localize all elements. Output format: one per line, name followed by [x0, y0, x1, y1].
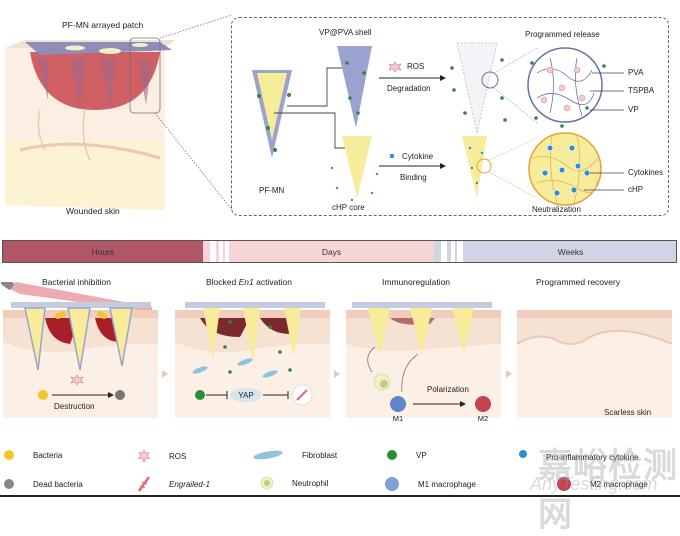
polarization-label: Polarization [427, 385, 469, 394]
release-part-tspba: TSPBA [628, 86, 655, 95]
cytokine-dot-icon [519, 449, 527, 458]
degradation-label: Degradation [387, 84, 431, 93]
binding-label: Binding [400, 173, 427, 182]
patch-label: PF-MN arrayed patch [62, 20, 144, 30]
legend-item-m1: M1 macrophage [384, 476, 476, 492]
skin-block-illustration [5, 14, 233, 211]
destruction-label: Destruction [54, 402, 95, 411]
zoom-box [129, 37, 161, 114]
timeline-bar: Hours Days Weeks [2, 240, 677, 263]
mechanism-illustration [252, 42, 624, 206]
core-label: cHP core [332, 203, 365, 212]
ros-label: ROS [407, 62, 425, 71]
neutralization-part-chp: cHP [628, 185, 644, 194]
stage-arrow [162, 370, 168, 378]
timeline-days [229, 241, 434, 262]
stage-2-title: Blocked En1 activation [206, 277, 292, 287]
timeline-transition-stripe [447, 241, 451, 262]
legend-label: Fibroblast [302, 450, 338, 460]
stage-panels-illustration: YAP M1 Polarization M2 Scarless skin [0, 282, 673, 422]
skin-overview: PF-MN arrayed patch Wounded skin [0, 0, 240, 225]
dead-bacteria-icon [4, 479, 14, 489]
cytokine-dot-icon [389, 153, 395, 159]
timeline-transition-stripe [203, 241, 210, 262]
stage-2-title-suffix: activation [253, 277, 293, 287]
timeline-transition-stripe [223, 241, 225, 262]
core-cone [342, 136, 372, 198]
mechanism-panel: VP@PVA shell ROS Degradation PF-MN cHP c… [231, 17, 669, 216]
yap-label: YAP [238, 391, 253, 400]
cytokine-label: Cytokine [402, 152, 434, 161]
timeline-transition-stripe [434, 241, 441, 262]
m2-label: M2 [478, 414, 488, 422]
shell-cone [337, 46, 372, 128]
stage-3-title: Immunoregulation [382, 277, 451, 287]
stage-arrow [334, 370, 340, 378]
legend-item-cytokine: Pro-inflammatory cytokine [518, 445, 638, 462]
legend-item-engrailed: Engrailed-1 [137, 476, 210, 492]
neutrophil-icon [260, 476, 274, 490]
vp-dot-icon [387, 450, 397, 460]
pfmn-label: PF-MN [259, 186, 285, 195]
stage-3-panel: M1 Polarization M2 [346, 302, 501, 422]
legend-item-vp: VP [386, 449, 427, 461]
legend-label: M2 macrophage [590, 479, 648, 489]
legend-label: Neutrophil [292, 478, 329, 488]
timeline-label-weeks: Weeks [557, 246, 584, 257]
bottom-border [0, 495, 680, 497]
stage-2-title-prefix: Blocked [206, 277, 239, 287]
release-part-pva: PVA [628, 68, 644, 77]
timeline-hours [3, 241, 203, 262]
legend-item-dead-bacteria: Dead bacteria [3, 478, 83, 490]
timeline-transition-stripe [455, 241, 457, 262]
legend-label: ROS [169, 451, 187, 461]
legend-label: M1 macrophage [418, 479, 476, 489]
stage-2-panel: YAP [175, 302, 330, 418]
timeline-weeks [463, 241, 676, 262]
release-zoom-circle [527, 47, 603, 123]
timeline-label-hours: Hours [91, 246, 115, 257]
legend-item-fibroblast: Fibroblast [252, 449, 337, 461]
legend-label: Bacteria [33, 450, 63, 460]
legend-label: Pro-inflammatory cytokine [546, 453, 639, 462]
legend-item-neutrophil: Neutrophil [260, 476, 328, 490]
timeline-transition-stripe [216, 241, 219, 262]
legend-label: Dead bacteria [33, 479, 83, 489]
stage-1-title: Bacterial inhibition [42, 277, 111, 287]
stage-1-panel [3, 302, 158, 418]
neutralization-part-cytokines: Cytokines [628, 168, 664, 177]
stage-2-title-gene: En1 [238, 277, 254, 287]
skin-label: Wounded skin [66, 206, 120, 216]
shell-label: VP@PVA shell [319, 28, 372, 37]
fibroblast-icon [253, 450, 283, 460]
legend-label: VP [416, 450, 427, 460]
dna-icon [137, 476, 151, 492]
legend-label: Engrailed-1 [169, 479, 210, 489]
legend-item-ros: ROS [137, 449, 186, 463]
yap-node [230, 388, 262, 402]
neutralization-title: Neutralization [532, 205, 581, 214]
stage-arrow [506, 370, 512, 378]
timeline-label-days: Days [321, 246, 342, 257]
release-part-vp: VP [628, 105, 639, 114]
m1-macrophage-icon [385, 477, 399, 491]
m1-label: M1 [393, 414, 403, 422]
wound-area [30, 52, 160, 110]
scarless-label: Scarless skin [604, 408, 651, 417]
m2-macrophage-icon [557, 477, 571, 491]
bacteria-icon [4, 450, 14, 460]
release-title: Programmed release [525, 30, 600, 39]
stage-4-title: Programmed recovery [536, 277, 621, 287]
ros-icon [388, 61, 402, 73]
ros-icon [137, 449, 151, 463]
legend-item-m2: M2 macrophage [556, 476, 648, 492]
stage-4-panel: Scarless skin [516, 310, 673, 418]
lamp-icon [0, 282, 14, 290]
legend-item-bacteria: Bacteria [3, 449, 62, 461]
